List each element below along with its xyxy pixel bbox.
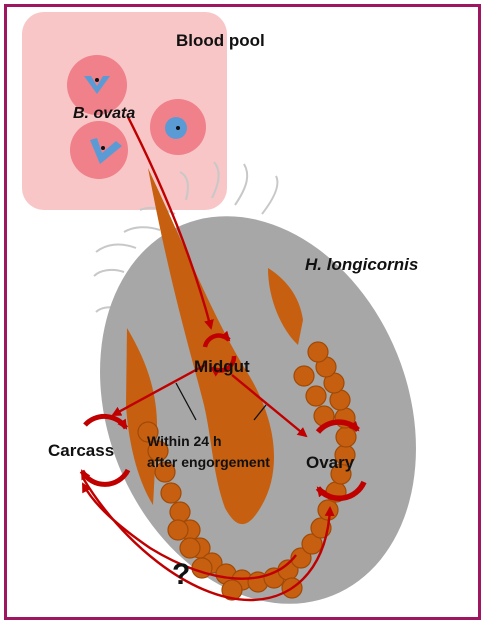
blood-pool-title: Blood pool [176, 31, 265, 50]
parasite-label: B. ovata [73, 105, 135, 122]
infected-blood-cell [70, 121, 128, 179]
infected-blood-cell [150, 99, 206, 155]
question-mark: ? [172, 558, 190, 591]
timing-label-line1: Within 24 h [147, 433, 222, 449]
midgut-label: Midgut [194, 357, 250, 376]
ovary-label: Ovary [306, 453, 355, 472]
carcass-label: Carcass [48, 441, 114, 460]
timing-label-line2: after engorgement [147, 454, 270, 470]
tick-species-label: H. longicornis [305, 255, 418, 274]
